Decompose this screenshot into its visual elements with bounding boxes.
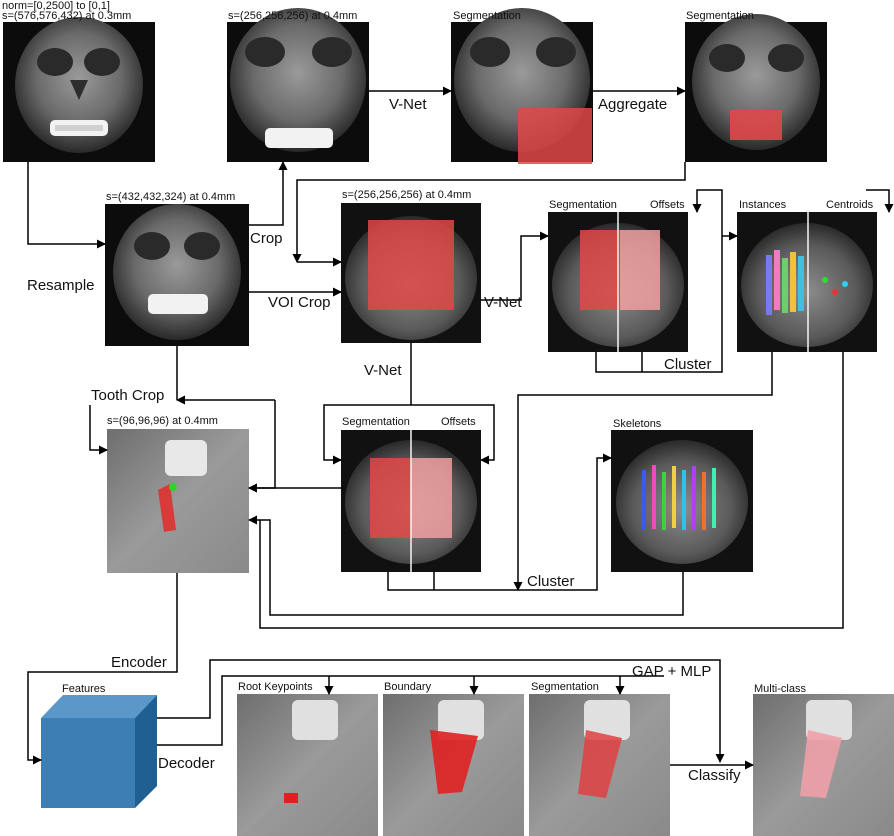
instances-centroids-panel bbox=[737, 212, 877, 352]
segmentation-label-top: Segmentation bbox=[453, 10, 521, 22]
crop256-size-label: s=(256,256,256) at 0.4mm bbox=[228, 10, 357, 22]
cluster-step-lower: Cluster bbox=[527, 573, 575, 590]
gap-mlp-step: GAP + MLP bbox=[632, 663, 711, 680]
original-ct-panel bbox=[3, 17, 155, 162]
crop-256-panel bbox=[227, 8, 369, 162]
offsets-label-mid: Offsets bbox=[650, 199, 685, 211]
tooth-size-label: s=(96,96,96) at 0.4mm bbox=[107, 415, 218, 427]
vnet-step-top: V-Net bbox=[389, 96, 427, 113]
boundary-label: Boundary bbox=[384, 681, 432, 693]
resample-step: Resample bbox=[27, 277, 95, 294]
root-keypoints-label: Root Keypoints bbox=[238, 681, 313, 693]
tooth-crop-step: Tooth Crop bbox=[91, 387, 164, 404]
crop-step: Crop bbox=[250, 230, 283, 247]
instances-label: Instances bbox=[739, 199, 787, 211]
segmentation-panel-bottom bbox=[529, 694, 670, 836]
centroids-label: Centroids bbox=[826, 199, 874, 211]
voi-size-label: s=(256,256,256) at 0.4mm bbox=[342, 189, 471, 201]
voi-crop-step: VOI Crop bbox=[268, 294, 331, 311]
multi-class-label: Multi-class bbox=[754, 683, 806, 695]
aggregate-step: Aggregate bbox=[598, 96, 667, 113]
segmentation-label-aggregate: Segmentation bbox=[686, 10, 754, 22]
resample-size-label: s=(432,432,324) at 0.4mm bbox=[106, 191, 235, 203]
cluster-step-mid: Cluster bbox=[664, 356, 712, 373]
vnet-step-down: V-Net bbox=[364, 362, 402, 379]
norm-label: norm=[0,2500] to [0,1] bbox=[2, 0, 110, 12]
root-keypoints-panel bbox=[237, 694, 378, 836]
segmentation-label-mid: Segmentation bbox=[549, 199, 617, 211]
classify-step: Classify bbox=[688, 767, 741, 784]
boundary-panel bbox=[383, 694, 524, 836]
features-label: Features bbox=[62, 683, 106, 695]
segmentation-offsets-panel-lower bbox=[341, 430, 481, 572]
resampled-ct-panel bbox=[105, 204, 249, 346]
encoder-step: Encoder bbox=[111, 654, 167, 671]
vnet-step-mid: V-Net bbox=[484, 294, 522, 311]
voi-segmentation-panel bbox=[341, 203, 481, 343]
skeletons-label: Skeletons bbox=[613, 418, 662, 430]
decoder-step: Decoder bbox=[158, 755, 215, 772]
segmentation-label-lower: Segmentation bbox=[342, 416, 410, 428]
aggregated-segmentation-panel bbox=[685, 14, 827, 162]
multi-class-panel bbox=[753, 694, 894, 836]
orig-size-label: s=(576,576,432) at 0.3mm bbox=[2, 10, 131, 22]
segmentation-offsets-panel bbox=[548, 212, 688, 352]
segmentation-label-bottom: Segmentation bbox=[531, 681, 599, 693]
tooth-crop-panel bbox=[107, 429, 249, 573]
skeletons-panel bbox=[611, 430, 753, 572]
segmentation-panel-top bbox=[451, 8, 593, 164]
connectors bbox=[27, 86, 894, 770]
features-cube bbox=[41, 695, 157, 808]
offsets-label-lower: Offsets bbox=[441, 416, 476, 428]
